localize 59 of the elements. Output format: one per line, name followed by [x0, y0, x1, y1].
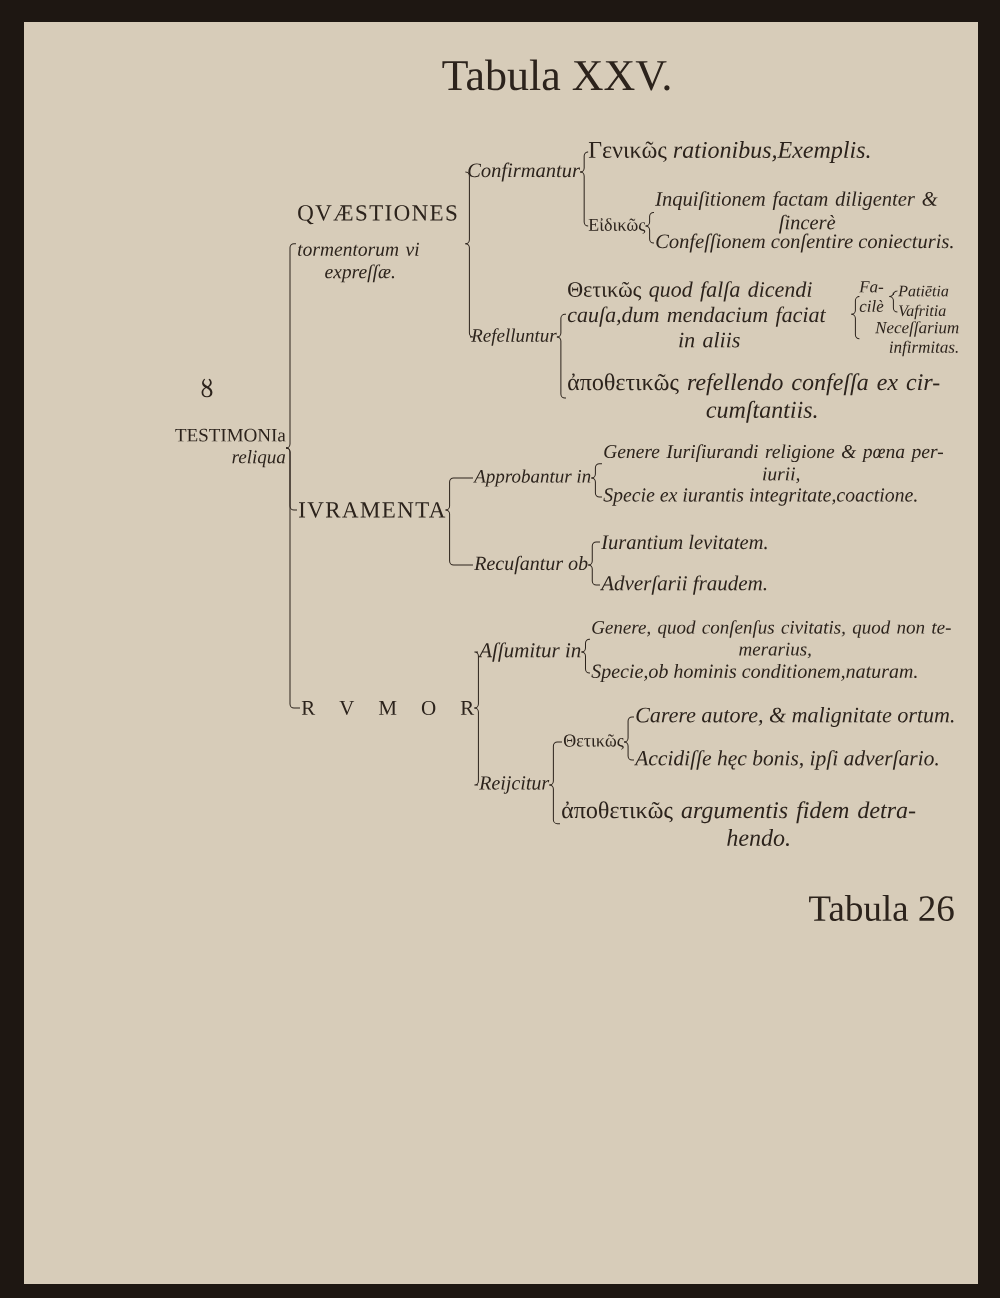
brace-line	[623, 716, 635, 743]
brace-line	[590, 477, 603, 498]
brace-line	[888, 290, 898, 298]
heading-label: QVÆSTIONES tormentorum vi expreſſæ.	[298, 205, 457, 283]
definition-text: ἀποθετικῶς argumentis fidem detra- hendo.	[562, 801, 916, 847]
definition-text: Inquiſitionem factam diligenter & ſincerè	[655, 191, 938, 234]
definition-text: Genere Iuriſiurandi religione & pœna per- iurii,	[604, 444, 943, 484]
brace-line	[850, 313, 860, 340]
definition-text: Specie ex iurantis integritate,coactione.	[603, 488, 917, 506]
definition-text: Confeſſionem conſentire coniecturis.	[656, 233, 953, 253]
brace-line	[645, 225, 655, 244]
term-label: Approbantur in	[473, 469, 591, 487]
brace-line	[285, 243, 297, 449]
page-title: Tabula XXV.	[442, 59, 670, 91]
brace-line	[556, 336, 567, 399]
brace-line	[548, 784, 561, 825]
brace-line	[645, 211, 655, 227]
term-label: Θετικῶς	[563, 734, 624, 750]
brace-line	[579, 171, 589, 227]
definition-text: Θετικῶς quod falſa dicendi cauſa,dum mendacium faciat in aliis	[567, 281, 827, 348]
heading-label: IVRAMENTA	[299, 502, 446, 518]
brace-line	[581, 651, 591, 674]
term-label: Refelluntur	[471, 328, 557, 346]
term-label: Confirmantur	[468, 162, 581, 182]
term-label: Recuſantur ob	[474, 555, 588, 575]
brace-line	[581, 638, 591, 653]
definition-text: Γενικῶς rationibus,Exemplis.	[588, 141, 870, 163]
catchword: Tabula 26	[809, 895, 954, 921]
brace-line	[464, 171, 470, 245]
definition-text: Carere autore, & malignitate ortum.	[636, 707, 954, 727]
term-label: Fa- cilè	[859, 281, 884, 312]
definition-text: Accidiſſe hęc bonis, ipſi adverſario.	[634, 750, 938, 770]
heading-label: TESTIMONIa reliqua	[175, 428, 286, 468]
brace-line	[888, 296, 898, 313]
definition-text: Adverſarii fraudem.	[600, 575, 767, 595]
brace-line	[473, 707, 479, 786]
brace-line	[464, 243, 474, 338]
definition-text: Specie,ob hominis conditionem,naturam.	[591, 663, 917, 683]
brace-line	[850, 296, 860, 315]
term-label: Patiētia	[898, 285, 949, 297]
definition-text: ἀποθετικῶς refellendo confeſſa ex cir- cumſtantiis.	[568, 373, 940, 423]
definition-text: Neceſſarium infirmitas.	[875, 321, 959, 357]
brace-line	[445, 509, 474, 566]
brace-line	[590, 463, 603, 479]
brace-line	[579, 151, 589, 173]
brace-line	[587, 564, 601, 586]
brace-line	[445, 477, 474, 511]
term-label: Reijcitur	[479, 776, 550, 794]
term-label: Εἰδικῶς	[588, 218, 646, 234]
brace-line	[473, 651, 479, 709]
brace-line	[587, 541, 601, 566]
definition-text: Iurantium levitatem.	[601, 534, 767, 550]
term-label: Vafritia	[899, 304, 946, 320]
brace-line	[623, 741, 635, 761]
symbol-label: ȣ	[201, 378, 213, 398]
term-label: Aſſumitur in	[478, 642, 581, 662]
definition-text: Genere, quod conſenſus civitatis, quod non te- merarius,	[592, 620, 951, 659]
brace-line	[556, 313, 567, 338]
heading-label: R V M O R	[301, 700, 475, 716]
